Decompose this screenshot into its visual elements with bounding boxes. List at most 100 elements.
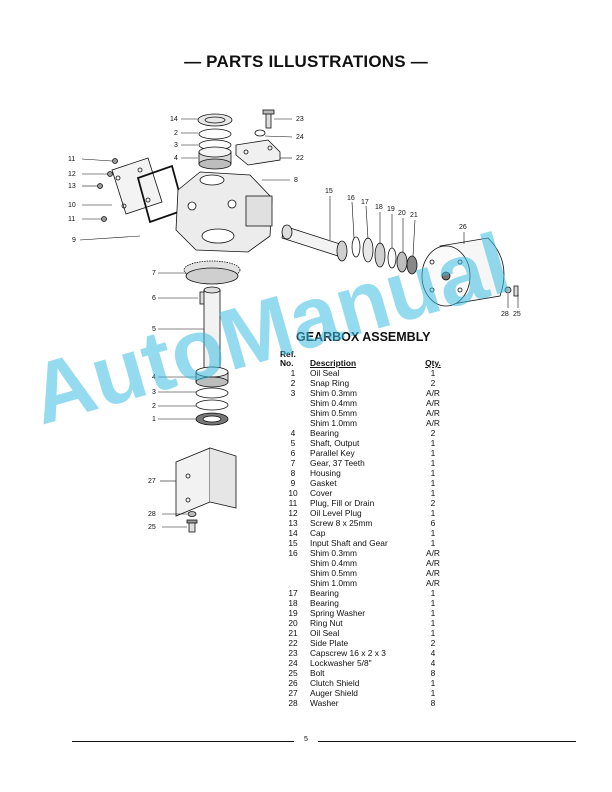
callout-2-bottom: 2 bbox=[152, 403, 156, 410]
description-cell: Oil Level Plug bbox=[310, 508, 362, 518]
ref-cell: 1 bbox=[290, 368, 296, 378]
ref-cell: 21 bbox=[288, 628, 298, 638]
input-shaft-assembly bbox=[281, 224, 418, 275]
qty-cell: A/R bbox=[426, 388, 440, 398]
auger-shield bbox=[175, 447, 237, 533]
qty-cell: 1 bbox=[430, 598, 436, 608]
callout-26: 26 bbox=[459, 224, 467, 231]
callout-3-bottom: 3 bbox=[152, 389, 156, 396]
description-cell: Oil Seal bbox=[310, 368, 340, 378]
description-cell: Shim 0.4mm bbox=[310, 558, 358, 568]
description-cell: Bearing bbox=[310, 588, 339, 598]
description-cell: Auger Shield bbox=[310, 688, 358, 698]
description-cell: Plug, Fill or Drain bbox=[310, 498, 375, 508]
callout-1: 1 bbox=[152, 416, 156, 423]
callout-16: 16 bbox=[347, 195, 355, 202]
ref-cell: 6 bbox=[290, 448, 296, 458]
table-row: 23 Capscrew 16 x 2 x 3 4 bbox=[280, 648, 456, 658]
callout-14: 14 bbox=[170, 116, 178, 123]
qty-cell: A/R bbox=[426, 398, 440, 408]
ref-cell: 11 bbox=[288, 498, 298, 508]
callout-3-top: 3 bbox=[174, 142, 178, 149]
output-gear-and-shaft bbox=[183, 260, 241, 376]
description-cell: Gasket bbox=[310, 478, 337, 488]
parts-list-header: Ref. No. Description Qty. bbox=[280, 349, 456, 369]
qty-cell: A/R bbox=[426, 558, 440, 568]
description-cell: Shim 0.3mm bbox=[310, 388, 358, 398]
ref-cell: 16 bbox=[288, 548, 298, 558]
ref-cell: 17 bbox=[288, 588, 298, 598]
callout-23: 23 bbox=[296, 116, 304, 123]
qty-cell: 8 bbox=[430, 698, 436, 708]
ref-cell: 23 bbox=[288, 648, 298, 658]
callout-6: 6 bbox=[152, 295, 156, 302]
ref-cell: 13 bbox=[288, 518, 298, 528]
description-cell: Snap Ring bbox=[310, 378, 350, 388]
description-cell: Cap bbox=[310, 528, 326, 538]
callout-8: 8 bbox=[294, 177, 298, 184]
cover-and-gasket bbox=[97, 157, 186, 224]
footer-rule-right bbox=[318, 741, 576, 742]
qty-cell: 1 bbox=[430, 688, 436, 698]
description-cell: Capscrew 16 x 2 x 3 bbox=[310, 648, 386, 658]
description-cell: Screw 8 x 25mm bbox=[310, 518, 373, 528]
ref-cell: 28 bbox=[288, 698, 298, 708]
ref-cell: 2 bbox=[290, 378, 296, 388]
ref-cell: 26 bbox=[288, 678, 298, 688]
callout-7: 7 bbox=[152, 270, 156, 277]
qty-cell: 4 bbox=[430, 658, 436, 668]
description-header: Description bbox=[310, 358, 357, 368]
ref-cell: 12 bbox=[288, 508, 298, 518]
qty-cell: 2 bbox=[430, 378, 436, 388]
page-title: — PARTS ILLUSTRATIONS — bbox=[184, 52, 428, 71]
callout-28-bottom: 28 bbox=[148, 511, 156, 518]
qty-cell: 2 bbox=[430, 498, 436, 508]
description-cell: Bearing bbox=[310, 428, 339, 438]
ref-cell: 8 bbox=[290, 468, 296, 478]
qty-cell: 4 bbox=[430, 648, 436, 658]
qty-cell: 1 bbox=[430, 618, 436, 628]
qty-cell: A/R bbox=[426, 578, 440, 588]
description-cell: Shaft, Output bbox=[310, 438, 360, 448]
callout-25-right: 25 bbox=[513, 311, 521, 318]
ref-cell bbox=[280, 398, 306, 408]
ref-cell: 22 bbox=[288, 638, 298, 648]
side-plate-parts bbox=[235, 109, 281, 166]
callout-13: 13 bbox=[68, 183, 76, 190]
callout-5: 5 bbox=[152, 326, 156, 333]
top-bearing-stack bbox=[197, 113, 233, 170]
callout-4-top: 4 bbox=[174, 155, 178, 162]
callout-17: 17 bbox=[361, 199, 369, 206]
callout-24: 24 bbox=[296, 134, 304, 141]
page-number: 5 bbox=[304, 736, 308, 743]
gearbox-assembly-title: GEARBOX ASSEMBLY bbox=[296, 330, 431, 344]
description-cell: Housing bbox=[310, 468, 341, 478]
callout-18: 18 bbox=[375, 204, 383, 211]
qty-cell: 1 bbox=[430, 678, 436, 688]
ref-cell: 15 bbox=[288, 538, 298, 548]
callout-12: 12 bbox=[68, 171, 76, 178]
description-cell: Ring Nut bbox=[310, 618, 343, 628]
qty-cell: A/R bbox=[426, 548, 440, 558]
ref-cell bbox=[280, 578, 306, 588]
ref-header-line1: Ref. bbox=[280, 349, 296, 359]
table-row: Shim 0.4mm A/R bbox=[280, 558, 456, 568]
callout-21: 21 bbox=[410, 212, 418, 219]
ref-cell: 14 bbox=[288, 528, 298, 538]
shield-fasteners-right bbox=[504, 285, 519, 297]
ref-cell: 18 bbox=[288, 598, 298, 608]
